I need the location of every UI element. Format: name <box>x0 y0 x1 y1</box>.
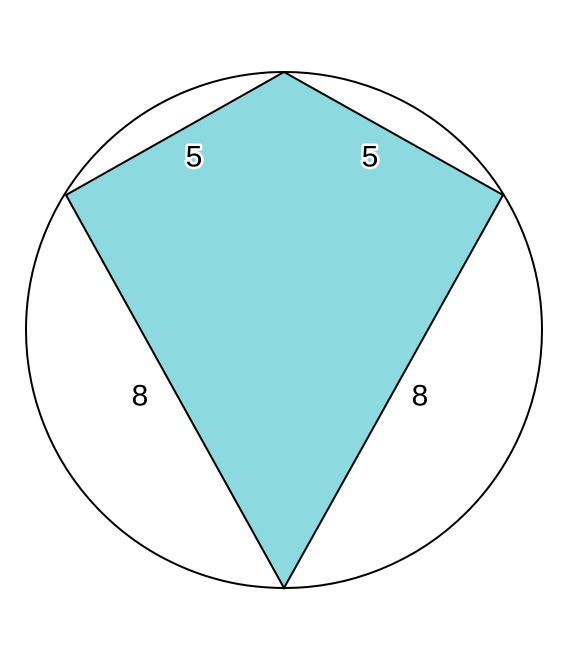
side-label-upper-left: 5 <box>186 141 203 174</box>
kite-outline <box>64 70 505 591</box>
kite-shape <box>66 72 503 588</box>
side-label-lower-right: 8 <box>412 380 429 413</box>
side-label-upper-right: 5 <box>362 141 379 174</box>
side-label-lower-left: 8 <box>132 380 149 413</box>
